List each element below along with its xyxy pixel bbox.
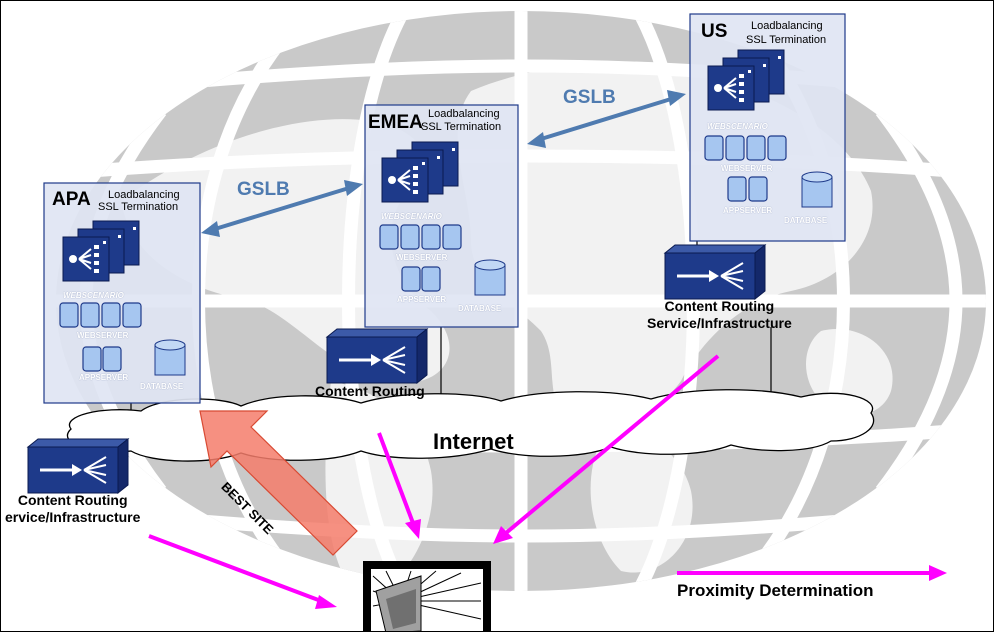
- content-routing-label-emea: Content Routing: [315, 383, 425, 399]
- content-routing-label-apa: Content Routing ervice/Infrastructure: [5, 492, 140, 526]
- gslb-arrow-apa-emea: [201, 180, 363, 237]
- database-icon: [154, 339, 186, 376]
- gslb-label: GSLB: [563, 87, 616, 108]
- legend-proximity-label: Proximity Determination: [677, 581, 874, 600]
- webserver-label: WEBSERVER: [77, 331, 129, 340]
- service-label-line2: SSL Termination: [746, 34, 827, 46]
- service-label-line1: Loadbalancing: [108, 189, 180, 201]
- content-routing-line1: Content Routing: [664, 298, 775, 314]
- content-routing-line1: Content Routing: [17, 492, 128, 508]
- service-label-line1: Loadbalancing: [428, 108, 500, 120]
- database-label: DATABASE: [140, 382, 184, 391]
- region-label-apa: APA: [52, 189, 91, 210]
- router-icon: [663, 243, 767, 301]
- internet-cloud: [66, 389, 875, 462]
- database-icon: [801, 171, 833, 208]
- legend-proximity-arrow: [677, 565, 947, 581]
- region-label-us: US: [701, 21, 728, 42]
- content-routing-line2: ervice/Infrastructure: [5, 509, 141, 525]
- database-label: DATABASE: [784, 216, 828, 225]
- appserver-label: APPSERVER: [397, 295, 447, 304]
- service-label-line2: SSL Termination: [98, 201, 179, 213]
- webscenario-label: WEBSCENARIO: [63, 291, 124, 300]
- gslb-arrow-emea-us: [527, 90, 686, 148]
- best-site-arrow: [199, 410, 358, 556]
- gslb-label: GSLB: [237, 179, 290, 200]
- appserver-label: APPSERVER: [79, 373, 129, 382]
- region-label-emea: EMEA: [368, 112, 423, 133]
- appserver-label: APPSERVER: [723, 206, 773, 215]
- client-computer-icon: [363, 561, 491, 631]
- database-icon: [474, 259, 506, 296]
- content-routing-label-us: Content Routing Service/Infrastructure: [647, 298, 792, 332]
- proximity-arrows: [148, 354, 720, 609]
- service-label-line2: SSL Termination: [421, 121, 502, 133]
- webserver-label: WEBSERVER: [396, 253, 448, 262]
- webserver-label: WEBSERVER: [721, 164, 773, 173]
- database-label: DATABASE: [458, 304, 502, 313]
- content-routing-line2: Service/Infrastructure: [647, 315, 792, 331]
- webscenario-label: WEBSCENARIO: [381, 212, 442, 221]
- internet-label: Internet: [433, 429, 514, 454]
- webscenario-label: WEBSCENARIO: [707, 122, 768, 131]
- router-icon: [26, 437, 130, 495]
- router-icon: [325, 327, 429, 385]
- service-label-line1: Loadbalancing: [751, 20, 823, 32]
